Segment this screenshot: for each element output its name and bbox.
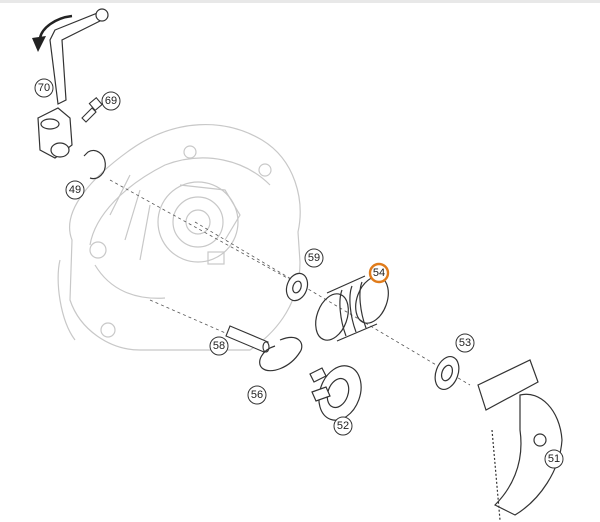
callout-circle: [455, 333, 475, 353]
callout-53: 53: [455, 333, 475, 353]
callout-label: 69: [105, 95, 117, 107]
callout-label: 58: [213, 340, 225, 352]
spring-clip-part: [259, 336, 303, 372]
callout-51: 51: [544, 449, 564, 469]
kick-shaft-part: [477, 359, 563, 521]
callout-label: 59: [308, 252, 320, 264]
callout-52: 52: [333, 416, 353, 436]
kick-lever-part: [37, 8, 109, 159]
callout-label: 51: [548, 453, 560, 465]
washer-part: [285, 272, 309, 302]
callout-label: 53: [459, 337, 471, 349]
ratchet-gear-part: [309, 365, 362, 421]
thrust-washer-part: [434, 355, 460, 391]
torsion-spring-part: [315, 275, 389, 342]
assembly-axis-lines: [109, 179, 471, 386]
callout-circle: [544, 449, 564, 469]
callout-circle: [333, 416, 353, 436]
callout-circle: [101, 91, 121, 111]
callout-59: 59: [304, 248, 324, 268]
rotation-arrow-icon: [32, 14, 73, 52]
callout-circle: [247, 385, 267, 405]
callout-56: 56: [247, 385, 267, 405]
callout-circle: [65, 180, 85, 200]
callout-layer: 70 69 49 59 54 53 58 56 52 51: [34, 78, 564, 469]
callout-58: 58: [209, 336, 229, 356]
callout-label: 54: [373, 267, 385, 279]
bolt-part: [81, 96, 103, 123]
pin-part: [225, 325, 270, 353]
callout-label: 52: [337, 420, 349, 432]
callout-label: 49: [69, 184, 81, 196]
callout-70: 70: [34, 78, 54, 98]
engine-cover-ghost: [57, 123, 301, 351]
callout-circle: [368, 262, 390, 284]
callout-label: 70: [38, 82, 50, 94]
callout-69: 69: [101, 91, 121, 111]
callout-circle: [209, 336, 229, 356]
circlip-part: [83, 149, 106, 180]
callout-circle: [34, 78, 54, 98]
callout-49: 49: [65, 180, 85, 200]
callout-54: 54: [368, 262, 390, 284]
callout-label: 56: [251, 389, 263, 401]
callout-circle: [304, 248, 324, 268]
top-divider: [0, 0, 600, 3]
